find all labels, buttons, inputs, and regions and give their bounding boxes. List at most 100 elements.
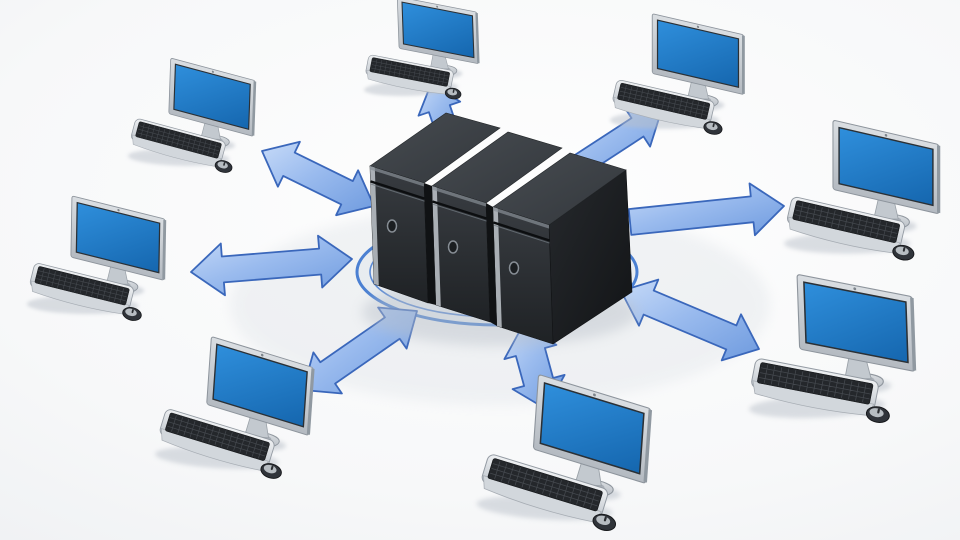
mouse [122, 307, 142, 321]
monitor-edge [306, 368, 315, 435]
workstation-bottom-right [748, 274, 917, 423]
mouse [214, 160, 233, 173]
webcam-dot [260, 353, 264, 357]
mouse-scroll [452, 89, 455, 93]
monitor-screen [173, 63, 251, 131]
mouse-scroll [603, 516, 607, 522]
tower-bezel-strip [432, 186, 441, 307]
arrow-right [627, 182, 785, 237]
key-grid [371, 59, 449, 85]
monitor-screen [212, 343, 308, 428]
key-grid [137, 123, 220, 157]
webcam-dot [593, 393, 596, 397]
mouse-highlight [706, 122, 718, 131]
mouse [892, 244, 915, 261]
mouse [444, 87, 462, 100]
keyboard [481, 454, 609, 523]
arrow-left [190, 234, 353, 297]
mouse-highlight [217, 161, 228, 169]
monitor [168, 58, 257, 137]
tower-gap [424, 183, 436, 305]
key-grid [794, 202, 899, 241]
webcam-dot [884, 133, 888, 137]
key-grid [167, 415, 268, 459]
monitor-screen [656, 19, 740, 88]
webcam-dot [436, 5, 439, 8]
tower-top-edge [432, 186, 487, 207]
webcam-dot [696, 25, 700, 29]
power-button [508, 261, 520, 275]
mouse-scroll [131, 309, 134, 314]
mouse-scroll [902, 247, 906, 252]
tower-gap [486, 203, 497, 326]
keyboard [159, 409, 275, 472]
key-grid [36, 268, 128, 304]
monitor [396, 0, 480, 64]
tower-bezel-strip [493, 207, 502, 328]
monitor-edge [162, 219, 167, 280]
workstation-left-middle [26, 195, 167, 321]
keyboard [131, 118, 226, 167]
monitor [70, 195, 167, 281]
mouse-scroll [270, 465, 274, 471]
server-tower-left [369, 112, 501, 304]
tower-top-edge [370, 166, 425, 187]
arrow-top-left [261, 140, 375, 217]
monitor-edge [936, 145, 941, 214]
monitor-screen [838, 126, 934, 207]
mouse [865, 406, 890, 423]
workstation-bottom-left [155, 336, 315, 479]
workstation-top-left [127, 58, 257, 173]
workstation-right-middle [784, 120, 941, 261]
webcam-dot [853, 287, 857, 291]
drive-slot [432, 200, 487, 220]
workstations [26, 0, 941, 531]
monitor-screen [401, 1, 475, 59]
monitor [532, 374, 653, 484]
mouse [260, 463, 282, 479]
key-grid [619, 84, 709, 118]
power-button [386, 219, 398, 233]
monitor-screen [75, 201, 161, 274]
power-button [447, 240, 459, 254]
mouse-scroll [223, 162, 226, 166]
monitor [832, 120, 941, 214]
monitor [651, 13, 745, 95]
monitor [206, 336, 315, 436]
workstation-bottom-center [476, 374, 653, 531]
mouse-highlight [447, 89, 458, 96]
drive-slot [370, 180, 425, 200]
server-cluster [362, 112, 638, 346]
server-tower-right [492, 152, 633, 345]
server-tower-middle [431, 131, 563, 323]
webcam-dot [211, 70, 214, 73]
monitor-edge [251, 81, 257, 136]
mouse [703, 121, 723, 135]
mouse-highlight [125, 308, 137, 317]
keyboard [365, 54, 454, 95]
mouse-highlight [895, 246, 909, 256]
workstation-top-center [364, 0, 480, 100]
keyboard [751, 358, 879, 416]
key-grid [759, 364, 872, 403]
webcam-dot [117, 208, 120, 212]
mouse-highlight [869, 408, 884, 418]
monitor-edge [643, 409, 653, 483]
monitor [796, 274, 917, 372]
workstation-top-right [610, 13, 745, 135]
keyboard [29, 263, 134, 315]
monitor-screen [539, 381, 645, 475]
mouse-scroll [877, 408, 880, 414]
monitor-screen [803, 281, 909, 364]
tower-top-edge [493, 207, 550, 229]
mouse [592, 513, 617, 531]
monitor-edge [475, 12, 480, 64]
drive-slot [493, 221, 550, 242]
monitor-edge [910, 297, 917, 371]
monitor-edge [741, 35, 745, 94]
keyboard [787, 196, 905, 254]
tower-bezel-strip [370, 166, 379, 286]
key-grid [489, 461, 601, 509]
